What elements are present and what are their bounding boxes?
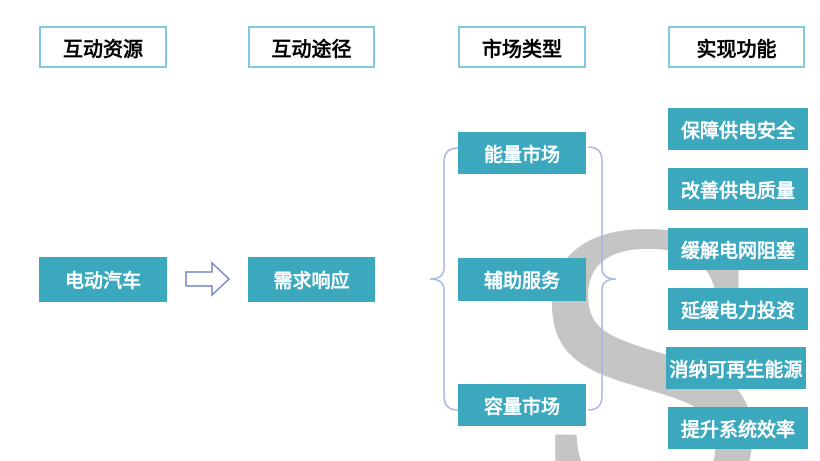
right-block-arrow-icon: [185, 261, 231, 297]
function-box-renewable-absorption: 消纳可再生能源: [666, 347, 806, 389]
function-box-defer-investment: 延缓电力投资: [668, 288, 808, 330]
market-box-ancillary-services: 辅助服务: [458, 258, 586, 301]
demand-response-box: 需求响应: [248, 257, 375, 302]
market-box-energy: 能量市场: [458, 132, 586, 174]
function-box-grid-congestion: 缓解电网阻塞: [668, 228, 808, 270]
function-box-power-quality: 改善供电质量: [668, 168, 808, 210]
electric-vehicle-box: 电动汽车: [39, 257, 167, 302]
header-interactive-resources: 互动资源: [39, 26, 167, 68]
header-achieved-functions: 实现功能: [668, 26, 805, 68]
market-box-capacity: 容量市场: [458, 384, 586, 426]
right-curly-brace-icon: [587, 146, 617, 411]
function-box-supply-security: 保障供电安全: [668, 108, 808, 150]
function-box-system-efficiency: 提升系统效率: [668, 407, 808, 449]
header-market-type: 市场类型: [458, 26, 586, 68]
header-interaction-pathway: 互动途径: [248, 26, 375, 68]
left-curly-brace-icon: [429, 147, 459, 411]
